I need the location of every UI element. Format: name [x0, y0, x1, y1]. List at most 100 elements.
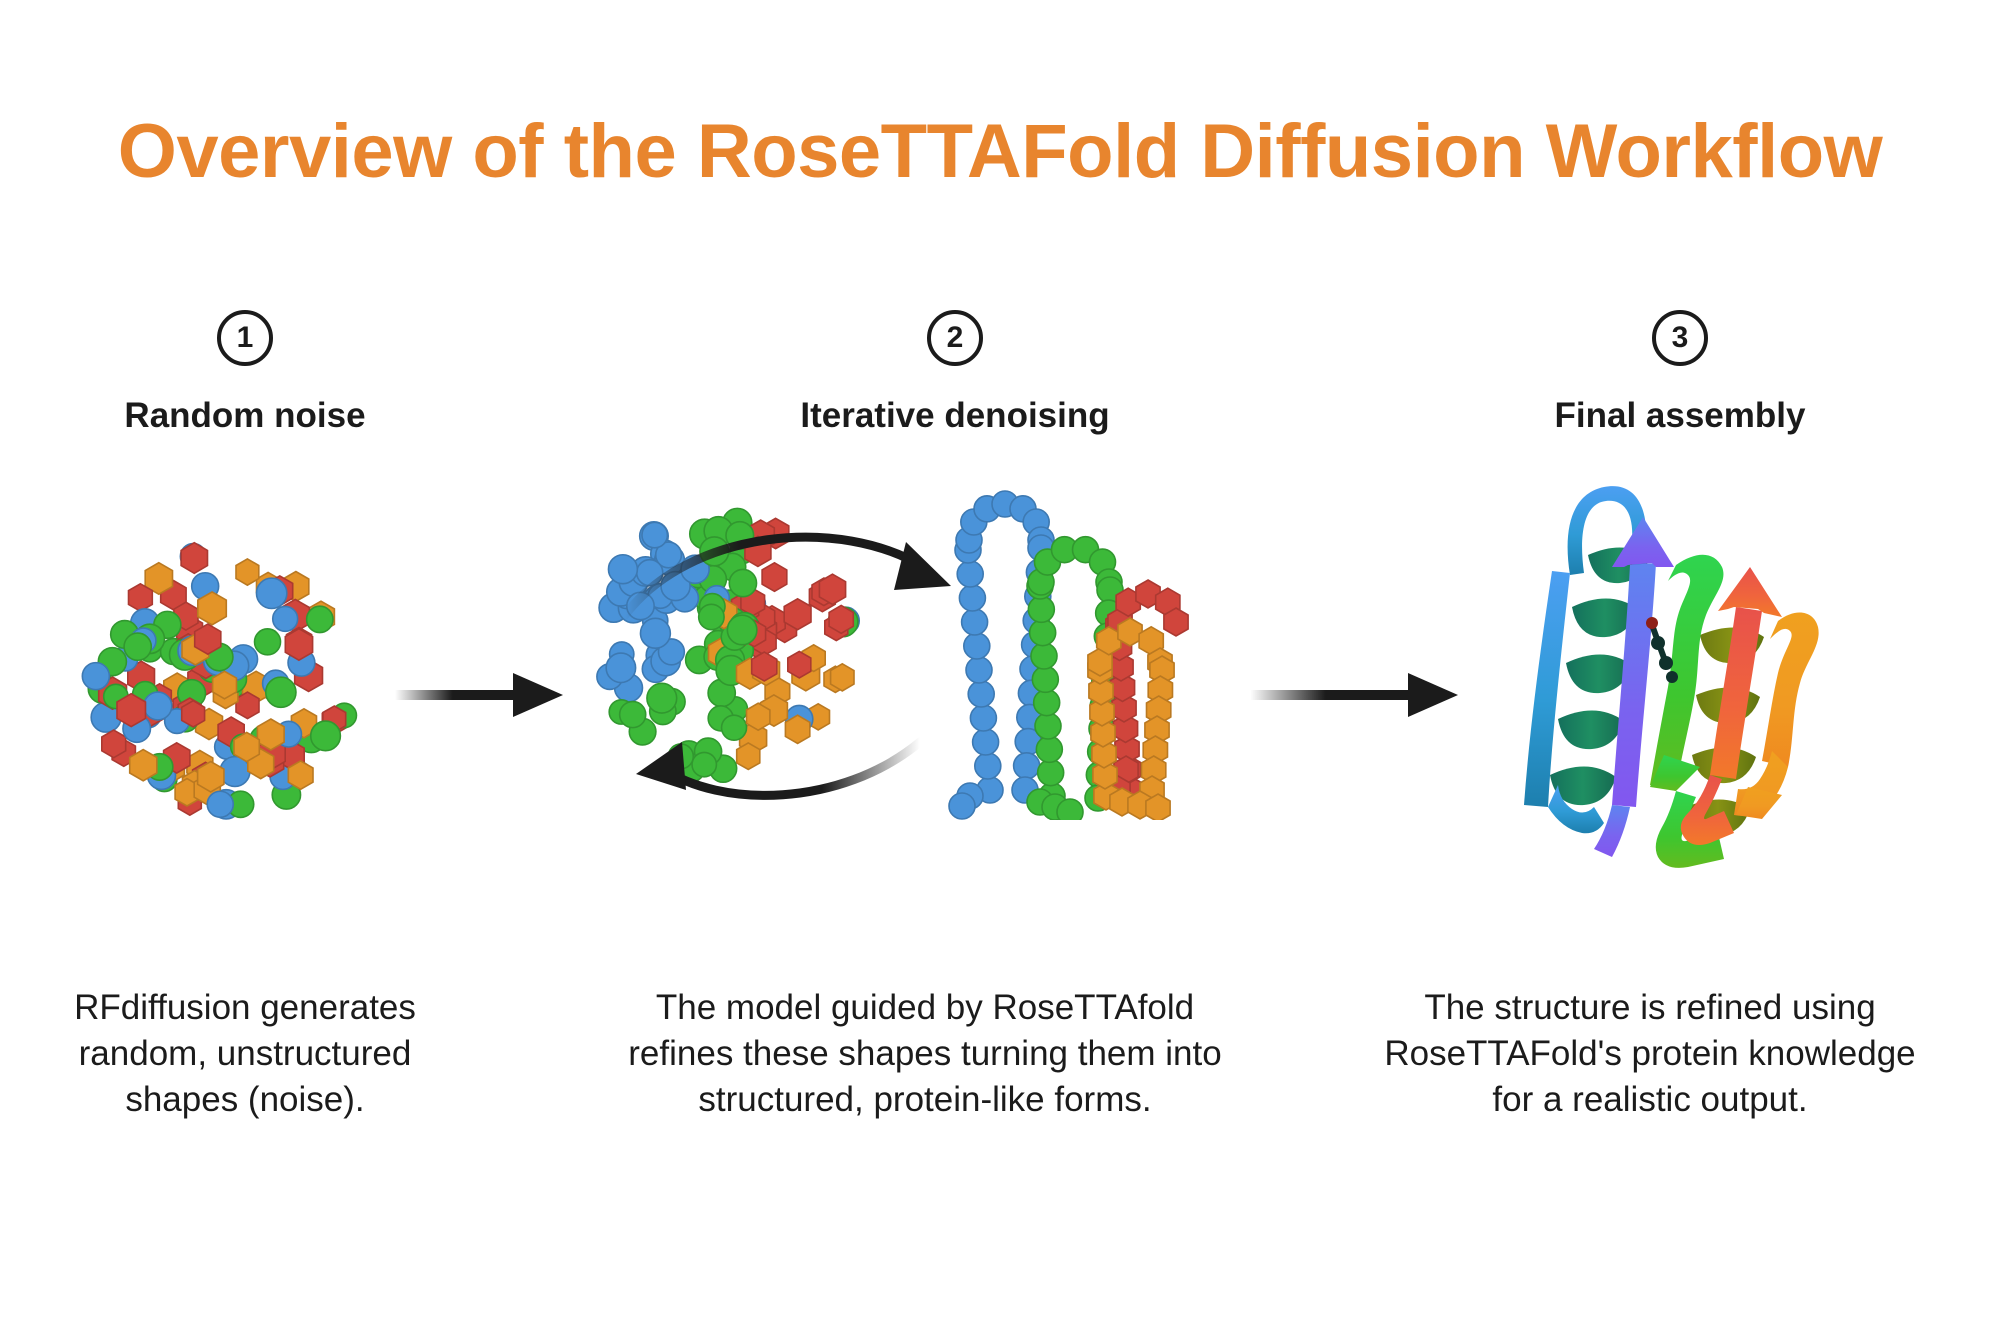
particle-hexagon: [100, 729, 127, 759]
particle-circle: [1031, 665, 1060, 694]
page-title: Overview of the RoseTTAFold Diffusion Wo…: [117, 109, 1883, 194]
particle-circle: [1027, 595, 1056, 624]
particle-hexagon: [235, 691, 260, 720]
step-header-1: 1 Random noise: [5, 310, 485, 436]
particle-hexagon: [197, 590, 228, 626]
particle-hexagon: [287, 759, 314, 791]
particle-circle: [618, 700, 647, 729]
particle-hexagon: [1109, 672, 1136, 703]
particle-hexagon: [829, 662, 855, 692]
particle-circle: [971, 728, 1000, 756]
step-label-2: Iterative denoising: [800, 396, 1110, 435]
particle-circle: [973, 752, 1002, 780]
particle-circle: [309, 720, 342, 752]
step-caption-1: RFdiffusion generates random, unstructur…: [20, 985, 470, 1124]
particle-circle: [691, 751, 718, 778]
caption-line: shapes (noise).: [125, 1080, 365, 1120]
particle-hexagon: [1111, 693, 1137, 723]
step-label-1: Random noise: [124, 396, 366, 435]
particle-circle: [271, 605, 299, 633]
step-caption-2: The model guided by RoseTTAfold refines …: [585, 985, 1265, 1124]
particle-hexagon: [128, 748, 158, 782]
beta-strand-blue: [1524, 486, 1647, 834]
particle-hexagon: [818, 573, 847, 606]
ligand-ball-and-stick: [1646, 617, 1678, 683]
particle-circle: [960, 608, 989, 636]
particle-circle: [605, 652, 637, 684]
particle-circle: [255, 577, 288, 610]
particle-circle: [1034, 712, 1062, 740]
caption-line: refines these shapes turning them into: [628, 1034, 1222, 1074]
particle-hexagon: [1092, 760, 1118, 790]
particle-circle: [81, 661, 111, 691]
step-header-2: 2 Iterative denoising: [715, 310, 1195, 436]
particle-circle: [1035, 735, 1064, 764]
particle-hexagon: [784, 714, 811, 745]
beta-strand-green: [1650, 554, 1724, 868]
beta-strand-orange: [1734, 612, 1819, 819]
particle-circle: [726, 614, 758, 646]
particle-circle: [1032, 688, 1061, 717]
caption-line: RoseTTAFold's protein knowledge: [1384, 1034, 1916, 1074]
illustration-protein-ribbon: [1500, 455, 1860, 890]
illustration-iterative-denoising: [570, 490, 1200, 826]
caption-line: The model guided by RoseTTAfold: [655, 988, 1195, 1027]
particle-circle: [607, 553, 639, 585]
particle-hexagon: [256, 718, 285, 751]
caption-line: structured, protein-like forms.: [698, 1080, 1152, 1120]
particle-circle: [654, 541, 683, 569]
particle-circle: [967, 680, 996, 708]
caption-line: The structure is refined using: [1424, 988, 1876, 1027]
particle-hexagon: [1091, 739, 1117, 769]
particle-circle: [646, 682, 678, 714]
particle-circle: [728, 568, 758, 598]
particle-hexagon: [787, 650, 812, 679]
particle-hexagon: [1112, 713, 1139, 744]
particle-hexagon: [180, 541, 209, 575]
particle-circle: [962, 632, 991, 660]
particle-hexagon: [144, 561, 174, 596]
particle-circle: [1056, 798, 1084, 826]
particle-circle: [958, 584, 987, 612]
step-badge-row-2: 2: [715, 310, 1195, 366]
particle-circle: [1012, 751, 1041, 780]
particle-circle: [1028, 618, 1057, 647]
particle-hexagon: [1135, 579, 1161, 609]
particle-circle: [305, 605, 334, 634]
particle-hexagon: [1117, 617, 1143, 647]
particle-circle: [956, 560, 985, 588]
particle-hexagon: [1090, 718, 1116, 748]
particle-hexagon: [1089, 697, 1115, 727]
particle-hexagon: [750, 651, 778, 682]
particle-hexagon: [211, 670, 238, 700]
arrow-step2-to-step3: [1250, 660, 1480, 735]
step-number-badge-3: 3: [1652, 310, 1708, 366]
arrow-step1-to-step2: [395, 660, 585, 735]
particle-hexagon: [1088, 676, 1114, 706]
particle-hexagon: [180, 699, 206, 728]
beta-strand-purple: [1594, 517, 1674, 857]
particle-hexagon: [783, 597, 812, 631]
particle-circle: [1030, 642, 1058, 670]
particle-circle: [253, 628, 282, 656]
particle-circle: [1036, 758, 1065, 787]
illustration-random-noise: [70, 530, 390, 835]
particle-hexagon: [735, 741, 761, 771]
particle-hexagon: [235, 557, 260, 587]
beta-strand-red: [1680, 567, 1782, 845]
step-caption-3: The structure is refined using RoseTTAFo…: [1340, 985, 1960, 1124]
particle-hexagon: [233, 731, 261, 763]
particle-hexagon: [196, 760, 225, 793]
particle-circle: [264, 676, 297, 709]
particle-circle: [143, 691, 173, 721]
particle-circle: [969, 704, 998, 732]
particle-circle: [697, 603, 725, 631]
caption-line: RFdiffusion generates: [74, 988, 416, 1027]
particle-circle: [720, 714, 748, 741]
caption-line: for a realistic output.: [1492, 1080, 1808, 1120]
cycle-arrow-forward-icon: [620, 532, 951, 620]
step-badge-row-1: 1: [5, 310, 485, 366]
step-label-3: Final assembly: [1554, 396, 1806, 435]
particle-circle: [206, 790, 235, 819]
step-number-badge-1: 1: [217, 310, 273, 366]
